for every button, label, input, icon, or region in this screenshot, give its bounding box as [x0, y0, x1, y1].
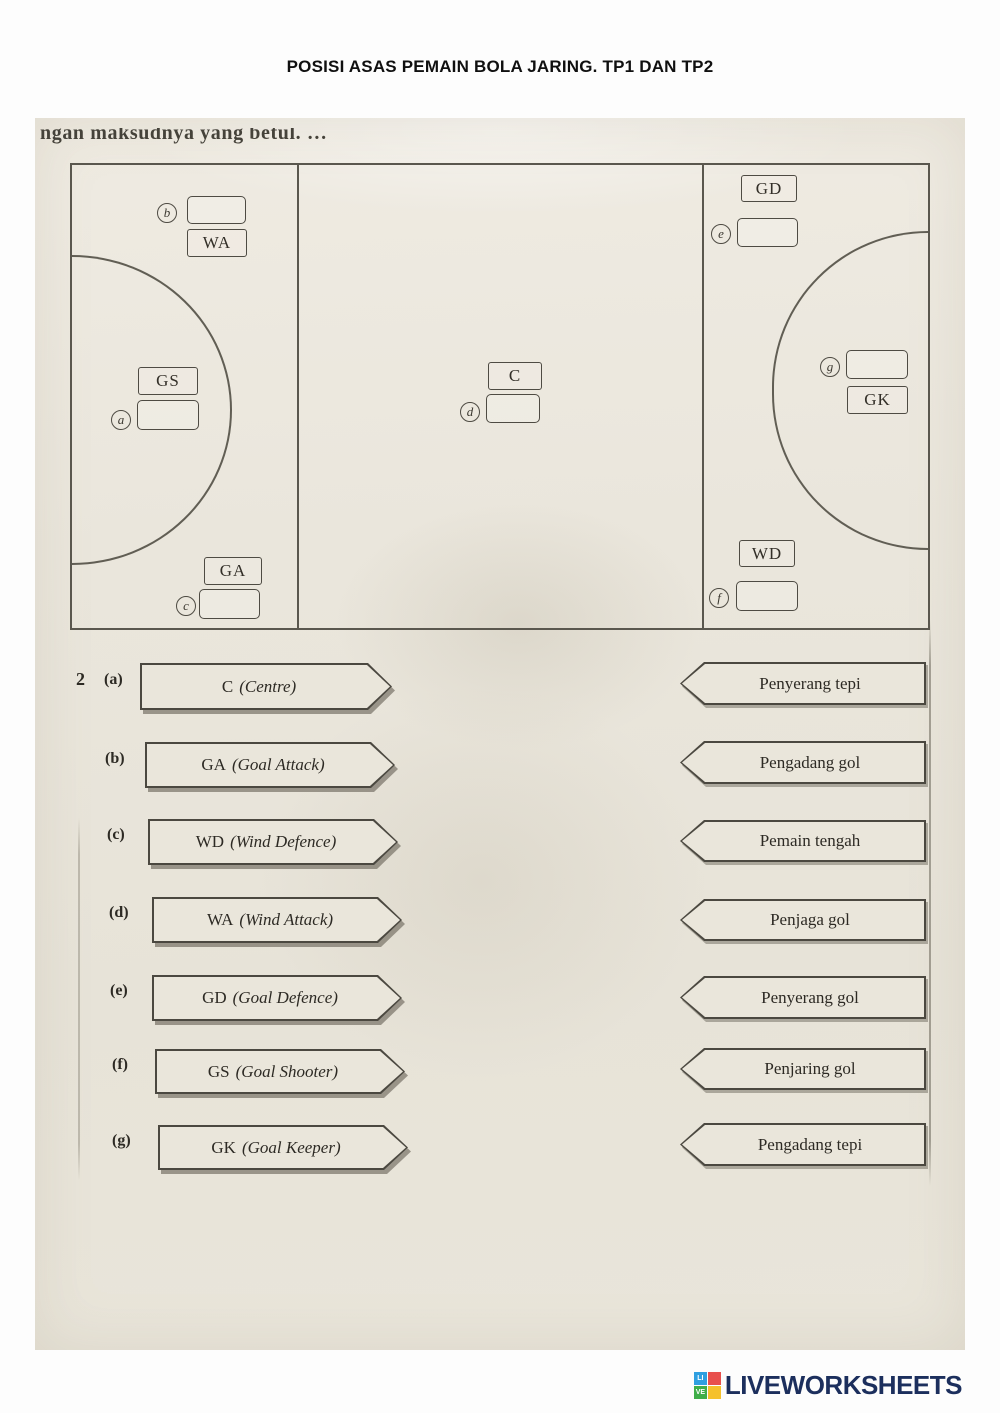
- court-third-line-2: [702, 165, 704, 628]
- position-detail: (Wind Defence): [230, 832, 337, 851]
- logo-cell-red: [707, 1372, 721, 1385]
- letter-circle-f: f: [709, 588, 729, 608]
- match-left-d[interactable]: WA (Wind Attack): [152, 897, 402, 943]
- arrow-face: Penyerang gol: [682, 978, 924, 1017]
- arrow-face: Pemain tengah: [682, 822, 924, 860]
- logo-cell-green: VE: [693, 1386, 707, 1399]
- match-left-g[interactable]: GK (Goal Keeper): [158, 1125, 408, 1170]
- position-detail: (Goal Attack): [231, 755, 325, 774]
- scan-page-edge-left: [78, 818, 80, 1180]
- letter-circle-e: e: [711, 224, 731, 244]
- match-right-a[interactable]: Penyerang tepi: [680, 662, 928, 708]
- arrow-face: GS (Goal Shooter): [157, 1051, 403, 1092]
- court-third-line-1: [297, 165, 299, 628]
- liveworksheets-grid-icon: LI VE: [693, 1372, 721, 1399]
- row-letter-e: (e): [110, 982, 128, 999]
- arrow-face: GD (Goal Defence): [154, 977, 400, 1019]
- definition-text: Penyerang gol: [761, 987, 859, 1007]
- position-code: C: [221, 676, 234, 696]
- arrow-face: Penjaga gol: [682, 901, 924, 939]
- arrow-face: GK (Goal Keeper): [160, 1127, 406, 1168]
- position-label-ga: GA: [204, 557, 262, 585]
- definition-text: Penyerang tepi: [759, 673, 861, 693]
- row-letter-b: (b): [105, 750, 125, 767]
- scan-fragment-text: ngan maksudnya yang betul. …: [40, 122, 328, 144]
- position-detail: (Goal Shooter): [235, 1061, 339, 1081]
- arrow-face: WA (Wind Attack): [154, 899, 400, 941]
- definition-text: Pengadang tepi: [757, 1134, 863, 1154]
- position-detail: (Goal Defence): [232, 988, 338, 1007]
- position-label-wa: WA: [187, 229, 247, 257]
- arrow-face: Pengadang gol: [682, 743, 924, 782]
- position-detail: (Goal Keeper): [241, 1137, 341, 1157]
- match-left-e[interactable]: GD (Goal Defence): [152, 975, 402, 1021]
- brand-name: LIVEWORKSHEETS: [724, 1370, 963, 1400]
- row-letter-a: (a): [104, 671, 123, 688]
- definition-text: Pemain tengah: [759, 831, 861, 850]
- position-code: WA: [206, 910, 234, 929]
- match-left-b[interactable]: GA (Goal Attack): [145, 742, 395, 788]
- match-right-g[interactable]: Pengadang tepi: [680, 1123, 928, 1169]
- position-label-c: C: [488, 362, 542, 390]
- position-label-wd: WD: [739, 540, 795, 567]
- scan-page-edge-right: [929, 620, 931, 1186]
- answer-box-e[interactable]: [737, 218, 798, 247]
- position-detail: (Centre): [239, 676, 297, 696]
- arrow-face: Penyerang tepi: [682, 664, 924, 703]
- position-code: GK: [211, 1137, 236, 1157]
- letter-circle-d: d: [460, 402, 480, 422]
- row-letter-d: (d): [109, 904, 129, 921]
- answer-box-c[interactable]: [199, 589, 260, 619]
- position-code: WD: [195, 832, 225, 851]
- answer-box-a[interactable]: [137, 400, 199, 430]
- row-letter-c: (c): [107, 826, 125, 843]
- letter-circle-a: a: [111, 410, 131, 430]
- page-title: POSISI ASAS PEMAIN BOLA JARING. TP1 DAN …: [286, 57, 714, 76]
- arrow-face: WD (Wind Defence): [150, 821, 396, 863]
- match-right-e[interactable]: Penyerang gol: [680, 976, 928, 1022]
- row-letter-g: (g): [112, 1132, 131, 1149]
- definition-text: Pengadang gol: [759, 752, 861, 772]
- liveworksheets-logo[interactable]: LI VE LIVEWORKSHEETS: [693, 1370, 963, 1401]
- arrow-face: C (Centre): [142, 665, 390, 708]
- position-code: GS: [207, 1061, 230, 1081]
- question-number: 2: [76, 669, 85, 689]
- position-label-gk: GK: [847, 386, 908, 414]
- letter-circle-b: b: [157, 203, 177, 223]
- answer-box-f[interactable]: [736, 581, 798, 611]
- position-code: GA: [201, 755, 226, 774]
- letter-circle-g: g: [820, 357, 840, 377]
- position-detail: (Wind Attack): [239, 910, 334, 929]
- arrow-face: Penjaring gol: [682, 1050, 924, 1088]
- match-left-a[interactable]: C (Centre): [140, 663, 392, 710]
- letter-circle-c: c: [176, 596, 196, 616]
- logo-cell-yellow: [707, 1386, 721, 1399]
- logo-cell-blue: LI: [693, 1372, 707, 1385]
- position-label-gd: GD: [741, 175, 797, 202]
- arrow-face: GA (Goal Attack): [147, 744, 393, 786]
- answer-box-g[interactable]: [846, 350, 908, 379]
- row-letter-f: (f): [112, 1056, 128, 1073]
- match-left-f[interactable]: GS (Goal Shooter): [155, 1049, 405, 1094]
- match-left-c[interactable]: WD (Wind Defence): [148, 819, 398, 865]
- position-label-gs: GS: [138, 367, 198, 395]
- match-right-b[interactable]: Pengadang gol: [680, 741, 928, 787]
- match-right-d[interactable]: Penjaga gol: [680, 899, 928, 944]
- answer-box-b[interactable]: [187, 196, 246, 224]
- answer-box-d[interactable]: [486, 394, 540, 423]
- match-right-f[interactable]: Penjaring gol: [680, 1048, 928, 1093]
- definition-text: Penjaring gol: [764, 1059, 856, 1078]
- match-right-c[interactable]: Pemain tengah: [680, 820, 928, 865]
- position-code: GD: [202, 988, 227, 1007]
- definition-text: Penjaga gol: [770, 910, 850, 929]
- arrow-face: Pengadang tepi: [682, 1125, 924, 1164]
- netball-court-diagram: b WA GS a GA c C d GD e g GK WD f: [70, 163, 930, 630]
